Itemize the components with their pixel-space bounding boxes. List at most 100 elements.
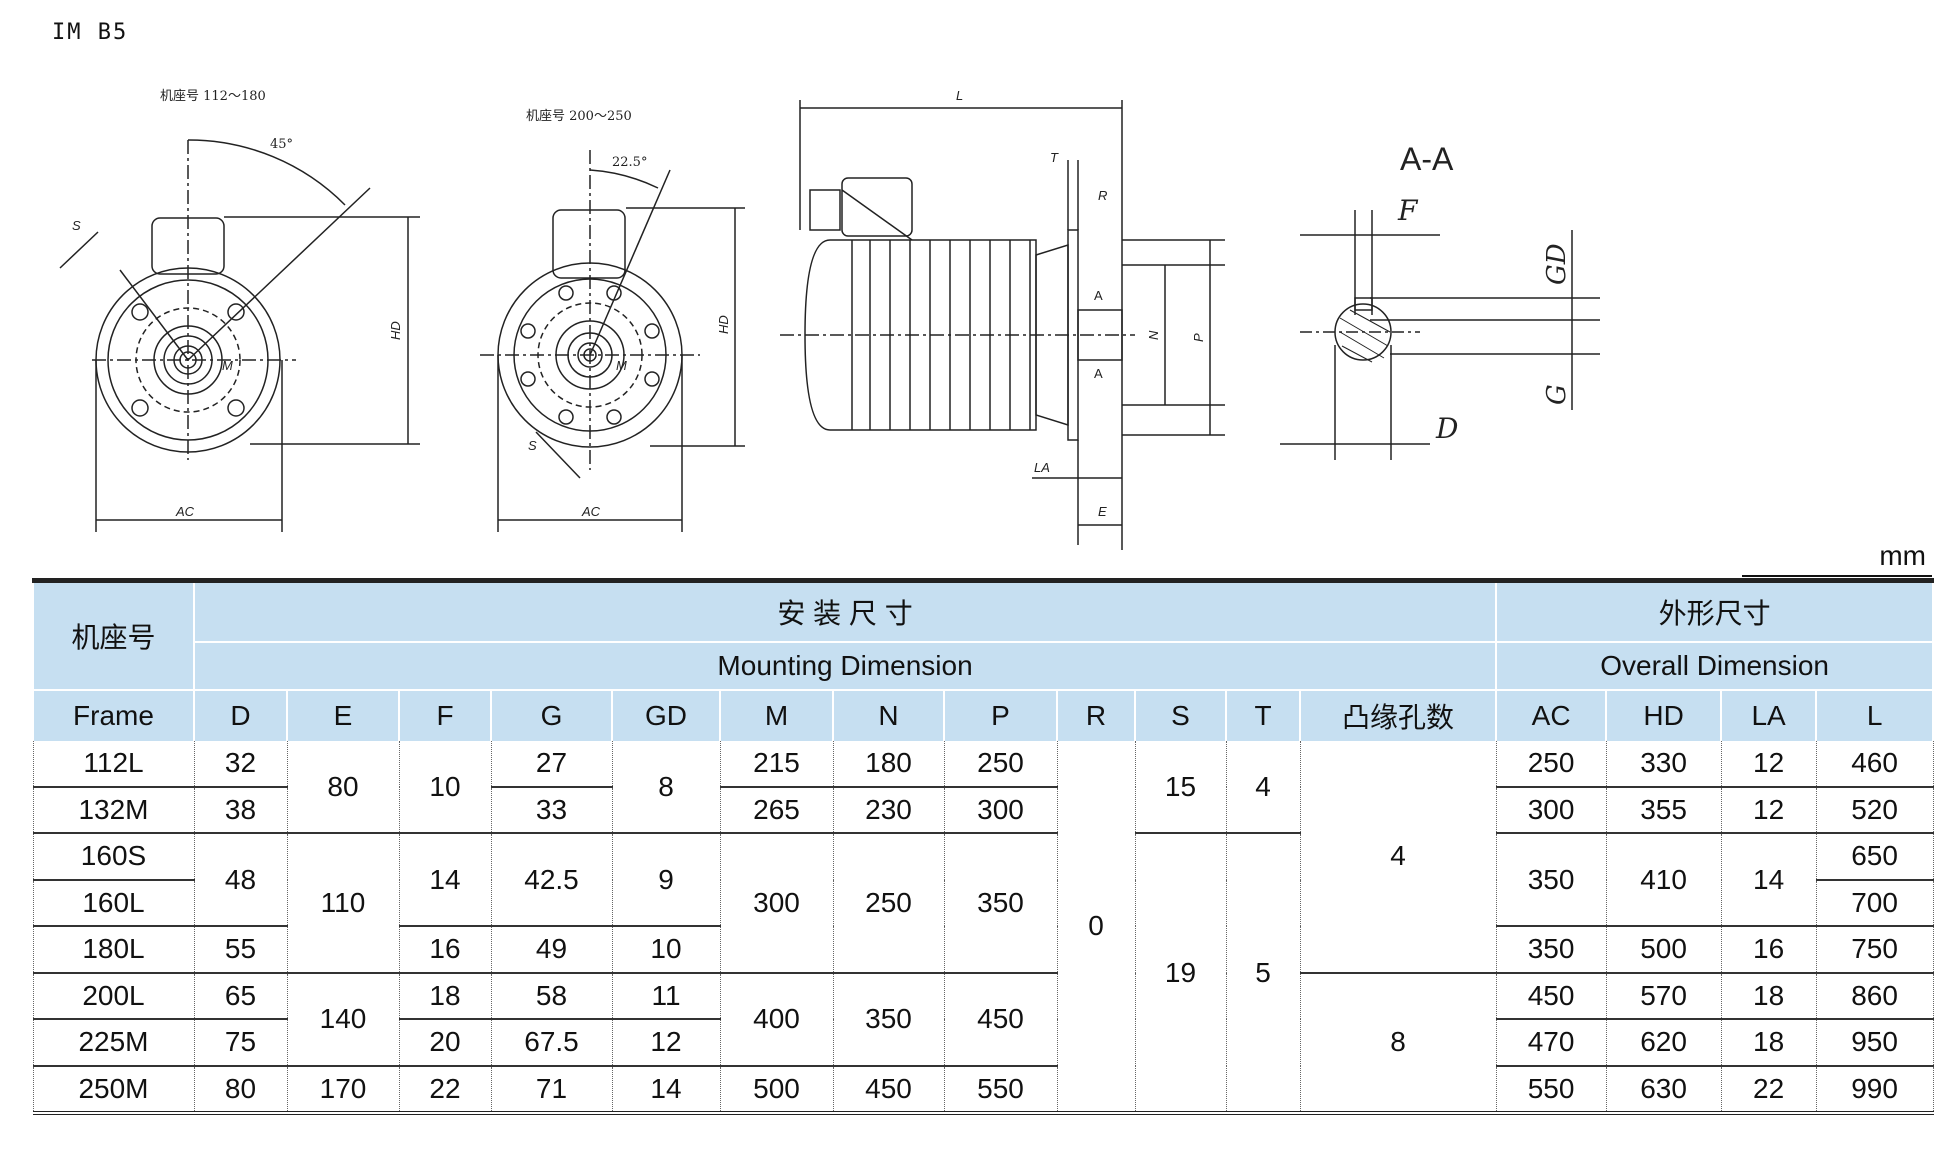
svg-text:T: T	[1050, 150, 1059, 165]
svg-text:A-A: A-A	[1400, 141, 1454, 177]
column-header: Frame	[32, 689, 195, 741]
e-cell: 80	[286, 741, 400, 834]
svg-text:E: E	[1098, 504, 1107, 519]
d-cell: 80	[193, 1065, 288, 1114]
column-header: GD	[611, 689, 721, 741]
gd-cell: 9	[611, 833, 721, 927]
overall-header-en: Overall Dimension	[1495, 641, 1935, 690]
column-header: 凸缘孔数	[1298, 689, 1498, 741]
g-cell: 71	[490, 1065, 613, 1114]
column-header: R	[1056, 689, 1136, 741]
la-cell: 14	[1720, 833, 1817, 927]
hd-cell: 630	[1605, 1065, 1722, 1114]
d-cell: 65	[193, 972, 288, 1020]
column-header: AC	[1495, 689, 1608, 741]
p-cell: 350	[943, 833, 1058, 974]
svg-text:G: G	[1542, 384, 1572, 405]
d-cell: 55	[193, 926, 288, 974]
dimension-table: 机座号 安 装 尺 寸 外形尺寸 Mounting Dimension Over…	[32, 578, 1935, 1115]
svg-text:R: R	[1098, 188, 1107, 203]
frame-cell: 200L	[32, 972, 195, 1020]
hd-cell: 620	[1605, 1019, 1722, 1067]
d-cell: 75	[193, 1019, 288, 1067]
column-header: F	[398, 689, 492, 741]
table-row: 160L 700	[32, 879, 1934, 927]
svg-text:HD: HD	[388, 321, 403, 340]
column-header: N	[832, 689, 945, 741]
ac-cell: 550	[1495, 1065, 1607, 1114]
angle-label: 22.5°	[612, 155, 647, 170]
holes-cell: 4	[1299, 741, 1497, 974]
front-view-large-frame: 机座号 200～250 22.5° S M HD AC	[480, 109, 745, 532]
svg-text:D: D	[1435, 412, 1458, 445]
column-header: G	[490, 689, 613, 741]
ac-cell: 350	[1495, 926, 1607, 974]
svg-text:AC: AC	[175, 504, 195, 519]
p-cell: 250	[943, 741, 1058, 788]
column-header: E	[286, 689, 400, 741]
f-cell: 18	[398, 972, 492, 1020]
column-header: T	[1225, 689, 1301, 741]
d-cell: 32	[193, 741, 288, 788]
table-row: 180L 55 16 49 10 350 500 16 750	[32, 926, 1934, 974]
svg-text:N: N	[1146, 330, 1161, 340]
r-cell: 0	[1056, 741, 1136, 1114]
f-cell: 14	[398, 833, 492, 927]
s-cell: 19	[1134, 833, 1227, 1114]
table-row: 225M 75 20 67.5 12 470 620 18 950	[32, 1019, 1934, 1067]
unit-label: mm	[1879, 540, 1926, 571]
p-cell: 450	[943, 972, 1058, 1067]
l-cell: 700	[1815, 879, 1934, 927]
column-header: D	[193, 689, 288, 741]
frame-range-label: 机座号 112～180	[160, 89, 266, 104]
ac-cell: 470	[1495, 1019, 1607, 1067]
svg-text:LA: LA	[1034, 460, 1050, 475]
l-cell: 860	[1815, 972, 1934, 1020]
hd-cell: 570	[1605, 972, 1722, 1020]
n-cell: 230	[832, 786, 945, 834]
m-cell: 265	[719, 786, 834, 834]
column-header: LA	[1720, 689, 1818, 741]
t-cell: 5	[1225, 833, 1301, 1114]
n-cell: 350	[832, 972, 945, 1067]
l-cell: 950	[1815, 1019, 1934, 1067]
la-cell: 18	[1720, 1019, 1817, 1067]
e-cell: 140	[286, 972, 400, 1067]
column-header: M	[719, 689, 834, 741]
la-cell: 12	[1720, 786, 1817, 834]
p-cell: 300	[943, 786, 1058, 834]
n-cell: 450	[832, 1065, 945, 1114]
g-cell: 58	[490, 972, 613, 1020]
frame-cell: 180L	[32, 926, 195, 974]
svg-text:AC: AC	[581, 504, 601, 519]
front-view-small-frame: 机座号 112～180 45° S M HD AC	[59, 89, 420, 532]
ac-cell: 300	[1495, 786, 1607, 834]
table-row: 250M 80 170 22 71 14 500 450 550 550 630…	[32, 1065, 1934, 1114]
frame-header-cn: 机座号	[32, 580, 195, 690]
column-header: P	[943, 689, 1058, 741]
la-cell: 12	[1720, 741, 1817, 788]
svg-text:S: S	[72, 218, 81, 233]
mounting-header-cn: 安 装 尺 寸	[192, 580, 1498, 642]
gd-cell: 10	[611, 926, 721, 974]
m-cell: 215	[719, 741, 834, 788]
d-cell: 48	[193, 833, 288, 927]
unit-underline	[1742, 575, 1932, 577]
frame-cell: 112L	[32, 741, 195, 788]
svg-text:M: M	[616, 358, 627, 373]
table-row: 132M 38 33 265 230 300 300 355 12 520	[32, 786, 1934, 834]
n-cell: 180	[832, 741, 945, 788]
hd-cell: 355	[1605, 786, 1722, 834]
gd-cell: 8	[611, 741, 721, 834]
overall-header-cn: 外形尺寸	[1495, 580, 1935, 642]
column-header: L	[1815, 689, 1935, 741]
l-cell: 750	[1815, 926, 1934, 974]
n-cell: 250	[832, 833, 945, 974]
frame-cell: 250M	[32, 1065, 195, 1114]
hd-cell: 500	[1605, 926, 1722, 974]
la-cell: 18	[1720, 972, 1817, 1020]
svg-text:L: L	[956, 88, 963, 103]
e-cell: 170	[286, 1065, 400, 1114]
hd-cell: 410	[1605, 833, 1722, 927]
m-cell: 300	[719, 833, 834, 974]
